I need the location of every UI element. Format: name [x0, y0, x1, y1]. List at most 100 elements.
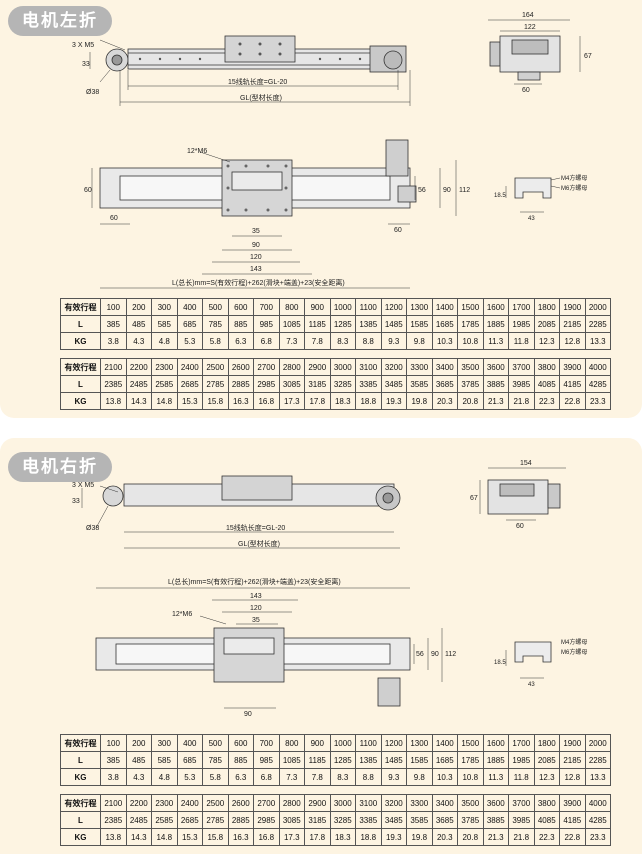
- table-cell: 4085: [533, 811, 560, 829]
- table-cell: 22.3: [533, 392, 560, 410]
- table-cell: 1085: [278, 315, 305, 333]
- table-cell: 1600: [482, 734, 509, 752]
- dim-67: 67: [584, 53, 592, 60]
- table-cell: 1285: [329, 315, 356, 333]
- table-cell: 1385: [355, 751, 382, 769]
- dim-rail-length: 15线轨长度=GL-20: [226, 523, 285, 532]
- table-cell: 8.3: [329, 768, 356, 786]
- table-cell: 2200: [125, 358, 152, 376]
- dim-90-vertical: 90: [443, 187, 451, 194]
- table-cell: 1000: [329, 298, 356, 316]
- table-cell: 700: [253, 298, 280, 316]
- table-cell: 5.3: [176, 332, 203, 350]
- table-cell: 15.3: [176, 392, 203, 410]
- table-cell: 2000: [584, 734, 611, 752]
- table-cell: 19.8: [406, 828, 433, 846]
- table-cell: 1185: [304, 751, 331, 769]
- actuator-side-view: [105, 35, 407, 73]
- table-cell: 10.3: [431, 332, 458, 350]
- table-cell: 9.3: [380, 768, 407, 786]
- table-cell: 3500: [457, 358, 484, 376]
- table-cell: 2300: [151, 358, 178, 376]
- table-cell: 500: [202, 734, 229, 752]
- table-cell: 17.3: [278, 392, 305, 410]
- dim-formula: L(总长)mm=S(有效行程)+262(滑块+端盖)+23(安全距离): [168, 577, 341, 586]
- table-cell: 3085: [278, 811, 305, 829]
- table-cell: 20.8: [457, 828, 484, 846]
- table-cell: 3200: [380, 358, 407, 376]
- table-cell: 1300: [406, 298, 433, 316]
- table-cell: 1000: [329, 734, 356, 752]
- table-cell: 3685: [431, 811, 458, 829]
- table-cell: 1685: [431, 751, 458, 769]
- table-cell: 4085: [533, 375, 560, 393]
- profile-cross-section: [514, 641, 552, 663]
- table-cell: 14.8: [151, 828, 178, 846]
- table-cell: 8.8: [355, 332, 382, 350]
- table-cell: 14.8: [151, 392, 178, 410]
- table-cell: 1985: [508, 751, 535, 769]
- row-header: L: [60, 315, 101, 333]
- table-cell: 3585: [406, 375, 433, 393]
- label-m4-nut: M4方螺母: [561, 638, 587, 646]
- dim-dia38: Ø38: [86, 89, 99, 96]
- dim-56: 56: [418, 187, 426, 194]
- table-cell: 1785: [457, 751, 484, 769]
- table-cell: 900: [304, 298, 331, 316]
- row-header: KG: [60, 332, 101, 350]
- dim-43: 43: [528, 216, 535, 222]
- table-cell: 2285: [584, 315, 611, 333]
- label-m6-nut: M6方螺母: [561, 648, 587, 656]
- table-cell: 20.8: [457, 392, 484, 410]
- table-cell: 21.8: [508, 392, 535, 410]
- table-cell: 14.3: [125, 828, 152, 846]
- table-cell: 20.3: [431, 828, 458, 846]
- dim-12-m6: 12*M6: [172, 611, 192, 618]
- table-cell: 1500: [457, 298, 484, 316]
- row-header: 有效行程: [60, 794, 101, 812]
- table-cell: 1385: [355, 315, 382, 333]
- table-cell: 2400: [176, 794, 203, 812]
- table-cell: 7.8: [304, 768, 331, 786]
- table-cell: 4000: [584, 358, 611, 376]
- table-cell: 800: [278, 298, 305, 316]
- table-cell: 3285: [329, 375, 356, 393]
- table-cell: 3300: [406, 358, 433, 376]
- table-cell: 2085: [533, 751, 560, 769]
- table-cell: 1885: [482, 751, 509, 769]
- table-cell: 2985: [253, 811, 280, 829]
- table-cell: 3900: [559, 794, 586, 812]
- table-cell: 2385: [100, 375, 127, 393]
- table-cell: 1785: [457, 315, 484, 333]
- dim-112: 112: [445, 651, 456, 658]
- row-header: 有效行程: [60, 358, 101, 376]
- table-cell: 6.8: [253, 332, 280, 350]
- dim-90: 90: [244, 711, 252, 718]
- table-cell: 800: [278, 734, 305, 752]
- table-cell: 3100: [355, 794, 382, 812]
- table-cell: 585: [151, 315, 178, 333]
- table-cell: 3600: [482, 358, 509, 376]
- table-cell: 12.3: [533, 332, 560, 350]
- table-cell: 985: [253, 315, 280, 333]
- table-cell: 385: [100, 751, 127, 769]
- table-cell: 685: [176, 751, 203, 769]
- dim-164: 164: [522, 12, 534, 19]
- table-cell: 2800: [278, 794, 305, 812]
- row-header: L: [60, 811, 101, 829]
- actuator-top-view: [95, 627, 411, 707]
- table-cell: 3585: [406, 811, 433, 829]
- table-cell: 3185: [304, 375, 331, 393]
- actuator-end-view: [487, 479, 561, 515]
- table-cell: 11.3: [482, 768, 509, 786]
